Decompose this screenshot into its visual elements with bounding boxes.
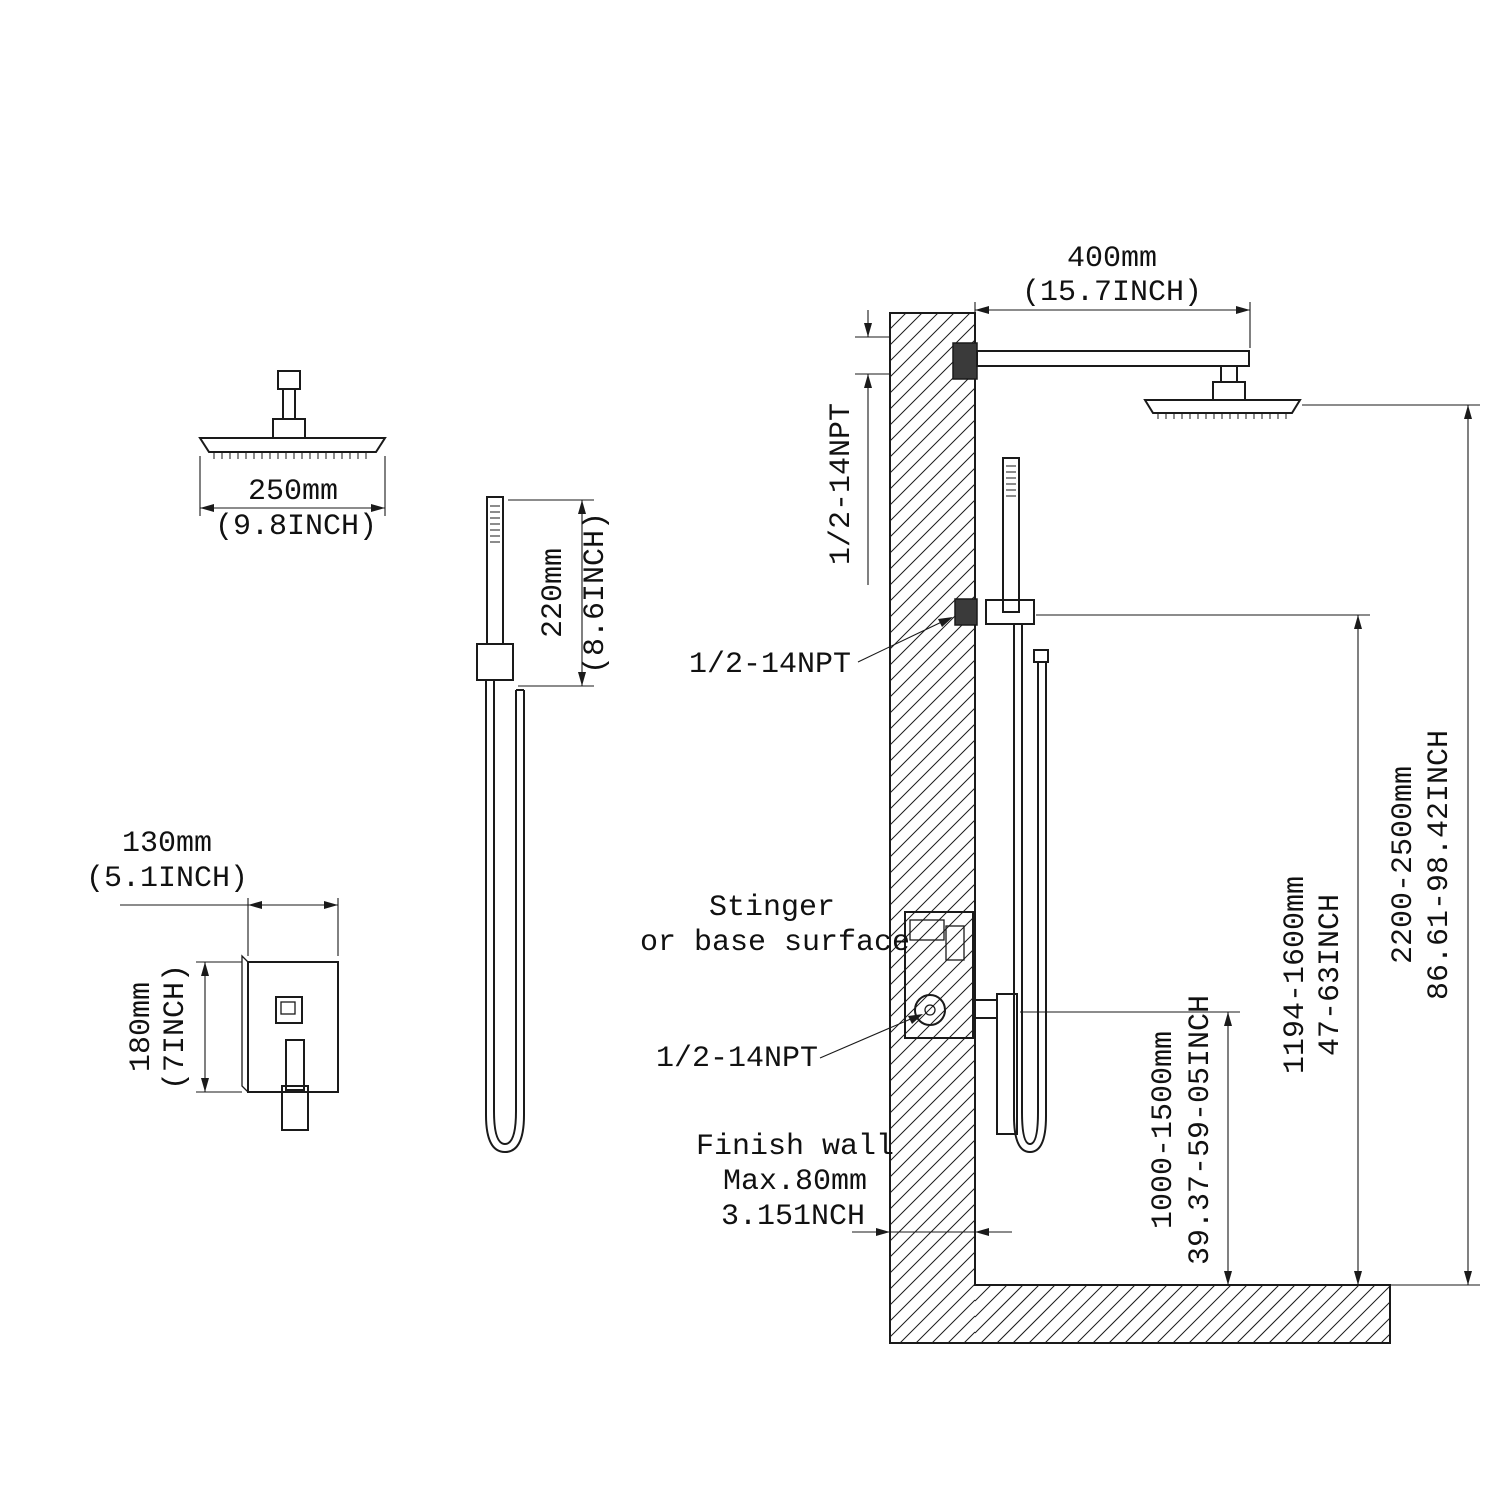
label-npt-mid: 1/2-14NPT xyxy=(689,648,851,682)
hand-supply-outlet xyxy=(954,598,978,626)
label-valve-width-mm: 130mm xyxy=(122,827,212,861)
label-finish-wall-3: 3.151NCH xyxy=(721,1200,865,1234)
wall-head-nozzles xyxy=(1157,413,1287,419)
label-head-height-inch: 86.61-98.42INCH xyxy=(1423,730,1457,1000)
rain-shower-head-detail xyxy=(198,370,387,459)
arm-elbow-neck xyxy=(1220,365,1238,383)
note-npt-mid: 1/2-14NPT xyxy=(689,617,953,682)
hand-wand xyxy=(486,496,504,645)
note-npt-bottom: 1/2-14NPT xyxy=(656,1014,923,1076)
label-head-width-inch: (9.8INCH) xyxy=(215,510,377,544)
label-holder-height-mm: 1194-1600mm xyxy=(1279,876,1313,1074)
dim-valve-mount-height: 1000-1500mm 39.37-59-05INCH xyxy=(1020,995,1240,1285)
wall-valve xyxy=(904,911,1018,1135)
valve-trim-detail xyxy=(241,954,339,1131)
label-npt-bottom: 1/2-14NPT xyxy=(656,1042,818,1076)
wall-head-plate xyxy=(1143,399,1302,414)
valve-inlet-port-center xyxy=(924,1004,936,1016)
wall-wand-spray-face xyxy=(1006,465,1016,497)
hand-holder xyxy=(476,643,514,681)
label-arm-length-mm: 400mm xyxy=(1067,242,1157,276)
wall-hose-inner xyxy=(1021,624,1039,1146)
wall-hand-shower xyxy=(954,457,1049,1154)
valve-diverter-button xyxy=(275,996,303,1024)
dim-head-height: 2200-2500mm 86.61-98.42INCH xyxy=(1302,404,1480,1286)
label-finish-wall-2: Max.80mm xyxy=(723,1165,867,1199)
label-head-width-mm: 250mm xyxy=(248,475,338,509)
label-stinger-1: Stinger xyxy=(709,891,835,925)
hand-wand-spray-face xyxy=(490,505,500,543)
hand-hose-outer xyxy=(485,680,525,1154)
label-head-height-mm: 2200-2500mm xyxy=(1387,766,1421,964)
dim-holder-height: 1194-1600mm 47-63INCH xyxy=(1036,614,1370,1285)
valve-body xyxy=(904,911,974,1039)
label-stinger-2: or base surface xyxy=(640,926,910,960)
valve-cartridge-top xyxy=(909,919,945,941)
wall-hatch xyxy=(889,312,976,1344)
head-ball-joint xyxy=(1212,381,1246,401)
label-valve-mount-inch: 39.37-59-05INCH xyxy=(1184,995,1218,1265)
note-finish-wall: Finish wall Max.80mm 3.151NCH xyxy=(696,1130,1012,1236)
dim-hand-height: 220mm (8.6INCH) xyxy=(508,499,613,687)
valve-plate xyxy=(247,961,339,1093)
label-holder-height-inch: 47-63INCH xyxy=(1314,894,1348,1056)
valve-handle-paddle xyxy=(281,1085,309,1131)
wall-valve-handle xyxy=(996,993,1018,1135)
label-hand-height-inch: (8.6INCH) xyxy=(579,512,613,674)
head-plate xyxy=(198,437,387,453)
shower-arm xyxy=(976,350,1250,367)
valve-stub xyxy=(972,999,998,1019)
wall-hose-elbow xyxy=(1033,649,1049,663)
label-arm-length-inch: (15.7INCH) xyxy=(1022,276,1202,310)
wall-outline xyxy=(889,312,1391,1344)
dim-arm-length: 400mm (15.7INCH) xyxy=(974,242,1251,348)
label-valve-height-inch: (7INCH) xyxy=(159,964,193,1090)
hand-shower-detail xyxy=(476,496,525,1154)
note-stinger: Stinger or base surface xyxy=(640,891,910,960)
valve-diverter-detail xyxy=(280,1001,296,1015)
head-nozzles xyxy=(213,452,367,459)
head-stem xyxy=(282,388,296,420)
hand-hose-inner xyxy=(493,680,517,1146)
dim-head-width: 250mm (9.8INCH) xyxy=(199,456,386,544)
floor-hatch xyxy=(974,1284,1391,1344)
wall-shower-arm-head xyxy=(952,342,1302,419)
label-valve-mount-mm: 1000-1500mm xyxy=(1147,1031,1181,1229)
wall-hose-outer xyxy=(1013,624,1047,1154)
label-valve-width-inch: (5.1INCH) xyxy=(86,862,248,896)
wall-hand-holder xyxy=(985,599,1035,625)
dim-valve-height: 180mm (7INCH) xyxy=(125,961,242,1093)
label-finish-wall-1: Finish wall xyxy=(696,1130,894,1164)
valve-cartridge-side xyxy=(945,925,965,961)
arm-wall-fitting xyxy=(952,342,978,380)
note-npt-top: 1/2-14NPT xyxy=(825,310,890,585)
valve-plate-edge xyxy=(241,954,249,1093)
valve-inlet-port xyxy=(914,994,946,1026)
head-nipple xyxy=(277,370,301,390)
label-valve-height-mm: 180mm xyxy=(125,982,159,1072)
valve-handle-stem xyxy=(285,1039,305,1091)
dim-valve-width: 130mm (5.1INCH) xyxy=(86,827,339,956)
label-hand-height-mm: 220mm xyxy=(537,548,571,638)
label-npt-top: 1/2-14NPT xyxy=(825,403,859,565)
wall-hand-wand xyxy=(1002,457,1020,613)
head-collar xyxy=(272,418,306,439)
wall-floor-section xyxy=(889,312,1391,1344)
